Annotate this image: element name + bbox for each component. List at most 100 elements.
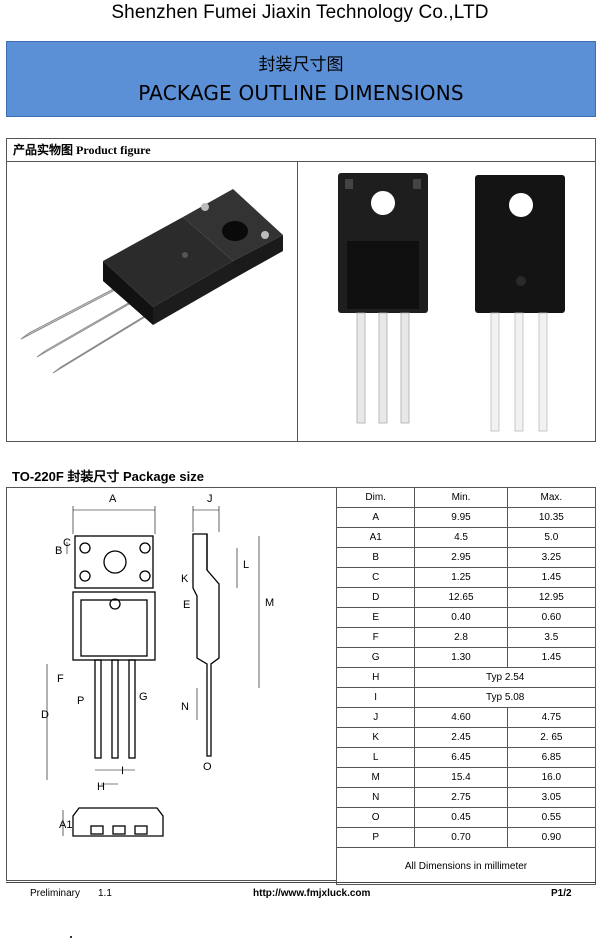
max-cell: 3.25 xyxy=(506,547,597,568)
footer-url[interactable]: http://www.fmjxluck.com xyxy=(253,888,371,899)
max-cell: 2. 65 xyxy=(506,727,597,748)
dim-cell: G xyxy=(335,647,416,668)
max-cell: 6.85 xyxy=(506,747,597,768)
min-cell: 2.45 xyxy=(414,727,508,748)
max-cell: 3.5 xyxy=(506,627,597,648)
max-cell: 0.90 xyxy=(506,827,597,848)
svg-text:D: D xyxy=(41,709,49,721)
units-note: All Dimensions in millimeter xyxy=(336,847,596,885)
typ-cell: Typ 2.54 xyxy=(414,667,596,688)
max-cell: 10.35 xyxy=(506,507,597,528)
max-cell: 3.05 xyxy=(506,787,597,808)
outline-drawing: A J B C D E F G H I K L M N O P A1 xyxy=(41,493,274,837)
package-size-title: TO-220F 封装尺寸 Package size xyxy=(12,469,204,484)
side-view xyxy=(192,533,220,757)
product-photo-front-back xyxy=(297,161,595,441)
footer-version: 1.1 xyxy=(98,888,112,899)
back-view xyxy=(475,175,565,432)
svg-text:P: P xyxy=(77,695,84,707)
stray-dot xyxy=(70,936,72,938)
svg-text:B: B xyxy=(55,545,62,557)
footer-divider xyxy=(6,882,596,883)
max-cell: 12.95 xyxy=(506,587,597,608)
svg-text:K: K xyxy=(181,573,189,585)
svg-text:C: C xyxy=(63,537,71,549)
max-cell: 1.45 xyxy=(506,647,597,668)
header-max: Max. xyxy=(506,487,597,508)
dim-cell: K xyxy=(335,727,416,748)
table-header-row: Dim. Min. Max. xyxy=(335,487,597,508)
front-view xyxy=(338,173,428,424)
svg-text:F: F xyxy=(57,673,64,685)
header-dim: Dim. xyxy=(335,487,416,508)
footer-status: Preliminary xyxy=(30,888,81,899)
dim-cell: L xyxy=(335,747,416,768)
dim-cell: P xyxy=(335,827,416,848)
min-cell: 6.45 xyxy=(414,747,508,768)
min-cell: 2.8 xyxy=(414,627,508,648)
svg-text:N: N xyxy=(181,701,189,713)
min-cell: 2.75 xyxy=(414,787,508,808)
svg-text:A1: A1 xyxy=(59,819,72,831)
dim-cell: E xyxy=(335,607,416,628)
svg-text:G: G xyxy=(139,691,148,703)
min-cell: 0.45 xyxy=(414,807,508,828)
title-banner: 封装尺寸图 PACKAGE OUTLINE DIMENSIONS xyxy=(6,41,596,117)
title-chinese: 封装尺寸图 xyxy=(258,55,344,75)
product-figure-box: 产品实物图 Product figure xyxy=(6,138,596,442)
max-cell: 4.75 xyxy=(506,707,597,728)
svg-text:J: J xyxy=(207,493,213,505)
company-name: Shenzhen Fumei Jiaxin Technology Co.,LTD xyxy=(111,2,489,23)
dim-cell: O xyxy=(335,807,416,828)
max-cell: 5.0 xyxy=(506,527,597,548)
dim-cell: A1 xyxy=(335,527,416,548)
title-english: PACKAGE OUTLINE DIMENSIONS xyxy=(138,81,464,105)
svg-text:E: E xyxy=(183,599,190,611)
dim-cell: A xyxy=(335,507,416,528)
min-cell: 1.25 xyxy=(414,567,508,588)
min-cell: 12.65 xyxy=(414,587,508,608)
svg-text:A: A xyxy=(109,493,117,505)
dim-cell: J xyxy=(335,707,416,728)
product-figure-label: 产品实物图 Product figure xyxy=(7,139,595,162)
max-cell: 0.55 xyxy=(506,807,597,828)
svg-text:O: O xyxy=(203,761,212,773)
front-body xyxy=(72,591,156,661)
dim-cell: I xyxy=(335,687,416,708)
max-cell: 16.0 xyxy=(506,767,597,788)
dim-cell: B xyxy=(335,547,416,568)
min-cell: 9.95 xyxy=(414,507,508,528)
max-cell: 0.60 xyxy=(506,607,597,628)
svg-text:H: H xyxy=(97,781,105,793)
dim-cell: M xyxy=(335,767,416,788)
min-cell: 4.5 xyxy=(414,527,508,548)
min-cell: 4.60 xyxy=(414,707,508,728)
dim-cell: F xyxy=(335,627,416,648)
package-drawing: A J B C D E F G H I K L M N O P A1 xyxy=(6,487,337,881)
min-cell: 0.40 xyxy=(414,607,508,628)
header-min: Min. xyxy=(414,487,508,508)
footer-page-number: P1/2 xyxy=(551,888,572,899)
dim-cell: C xyxy=(335,567,416,588)
dim-cell: H xyxy=(335,667,416,688)
svg-text:I: I xyxy=(121,765,124,777)
min-cell: 0.70 xyxy=(414,827,508,848)
svg-text:M: M xyxy=(265,597,274,609)
to220f-front-back-image xyxy=(338,173,565,432)
typ-cell: Typ 5.08 xyxy=(414,687,596,708)
